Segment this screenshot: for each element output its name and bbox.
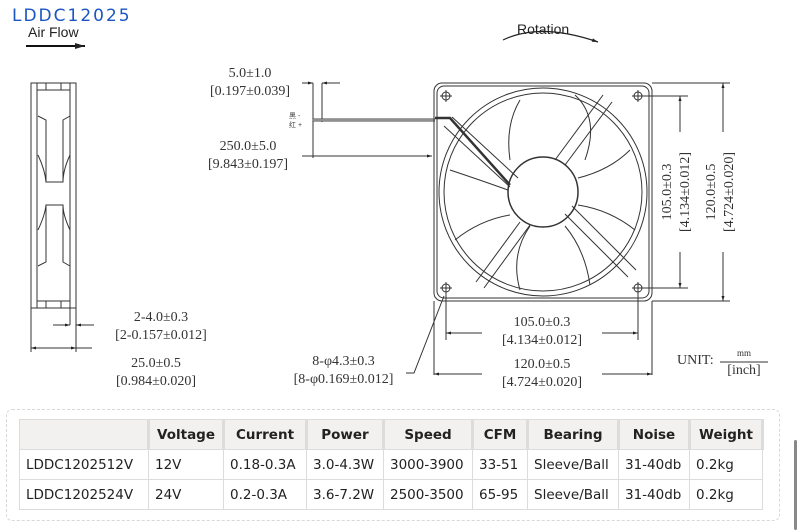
dim-mm: 25.0±0.5 bbox=[131, 356, 181, 371]
header-cell: Speed bbox=[383, 419, 474, 450]
dim-mm: 105.0±0.3 bbox=[660, 163, 675, 221]
cfm-cell: 33-51 bbox=[472, 449, 528, 480]
dim-inch: [4.724±0.020] bbox=[501, 375, 582, 390]
dim-inch: [2-0.157±0.012] bbox=[115, 328, 207, 343]
unit-top: mm bbox=[736, 348, 751, 358]
current-cell: 0.2-0.3A bbox=[223, 479, 307, 510]
weight-cell: 0.2kg bbox=[689, 449, 763, 480]
width-dimension: 120.0±0.5 [4.724±0.020] bbox=[482, 356, 602, 392]
bearing-cell: Sleeve/Ball bbox=[527, 479, 619, 510]
model-cell: LDDC1202512V bbox=[19, 449, 149, 480]
mount-hole-icon bbox=[440, 282, 452, 294]
dim-inch: [9.843±0.197] bbox=[207, 157, 288, 172]
voltage-cell: 12V bbox=[148, 449, 224, 480]
mount-hole-icon bbox=[440, 90, 452, 102]
dim-inch: [4.724±0.020] bbox=[722, 152, 737, 233]
voltage-cell: 24V bbox=[148, 479, 224, 510]
table-row: LDDC1202524V 24V 0.2-0.3A 3.6-7.2W 2500-… bbox=[19, 479, 763, 510]
dim-mm: 250.0±5.0 bbox=[219, 139, 277, 154]
rotation-label: Rotation bbox=[517, 21, 570, 37]
speed-cell: 3000-3900 bbox=[383, 449, 473, 480]
dim-inch: [4.134±0.012] bbox=[501, 333, 582, 348]
weight-cell: 0.2kg bbox=[689, 479, 763, 510]
fan-drawing bbox=[26, 30, 768, 376]
bearing-cell: Sleeve/Ball bbox=[527, 449, 619, 480]
cfm-cell: 65-95 bbox=[472, 479, 528, 510]
dim-mm: 2-4.0±0.3 bbox=[133, 310, 189, 325]
header-cell: Weight bbox=[689, 419, 764, 450]
wire-black-label: 黑 - bbox=[289, 113, 301, 120]
scrollbar[interactable] bbox=[794, 440, 797, 530]
table-container bbox=[6, 409, 780, 521]
header-cell bbox=[19, 419, 150, 450]
unit-label: UNIT: bbox=[677, 353, 714, 368]
power-cell: 3.0-4.3W bbox=[306, 449, 384, 480]
air-flow-label: Air Flow bbox=[28, 24, 79, 40]
thickness-dimension: 25.0±0.5 [0.984±0.020] bbox=[96, 355, 216, 391]
current-cell: 0.18-0.3A bbox=[223, 449, 307, 480]
hole-spacing-horizontal-dimension: 105.0±0.3 [4.134±0.012] bbox=[482, 314, 602, 350]
noise-cell: 31-40db bbox=[618, 479, 690, 510]
height-dimension: 120.0±0.5 [4.724±0.020] bbox=[703, 132, 739, 252]
model-title: LDDC12025 bbox=[12, 6, 132, 26]
wire-colors: 黑 - 红 + bbox=[289, 112, 302, 130]
dim-mm: 120.0±0.5 bbox=[513, 357, 571, 372]
dim-inch: [4.134±0.012] bbox=[678, 152, 693, 233]
hole-spacing-vertical-dimension: 105.0±0.3 [4.134±0.012] bbox=[659, 132, 695, 252]
header-cell: Bearing bbox=[527, 419, 620, 450]
wire-dimensions bbox=[302, 81, 435, 158]
dim-inch: [8-φ0.169±0.012] bbox=[293, 372, 394, 387]
dim-mm: 5.0±1.0 bbox=[228, 66, 272, 81]
power-cell: 3.6-7.2W bbox=[306, 479, 384, 510]
dim-mm: 120.0±0.5 bbox=[704, 163, 719, 221]
speed-cell: 2500-3500 bbox=[383, 479, 473, 510]
front-view bbox=[433, 82, 653, 302]
table-row: LDDC1202512V 12V 0.18-0.3A 3.0-4.3W 3000… bbox=[19, 449, 763, 480]
flange-dimension: 2-4.0±0.3 [2-0.157±0.012] bbox=[96, 309, 226, 345]
header-cell: Power bbox=[306, 419, 385, 450]
dim-inch: [0.984±0.020] bbox=[115, 374, 196, 389]
wire-red-label: 红 + bbox=[289, 122, 303, 129]
rotation-arrow-icon bbox=[502, 30, 599, 43]
dim-inch: [0.197±0.039] bbox=[209, 84, 290, 99]
wire-strip-dimension: 5.0±1.0 [0.197±0.039] bbox=[195, 65, 305, 101]
dim-mm: 8-φ4.3±0.3 bbox=[312, 354, 375, 369]
spec-table: Voltage Current Power Speed CFM Bearing … bbox=[19, 419, 764, 510]
side-view bbox=[30, 82, 94, 352]
model-cell: LDDC1202524V bbox=[19, 479, 149, 510]
mount-holes-dimension: 8-φ4.3±0.3 [8-φ0.169±0.012] bbox=[276, 353, 411, 389]
dim-mm: 105.0±0.3 bbox=[513, 315, 571, 330]
header-cell: Voltage bbox=[148, 419, 225, 450]
noise-cell: 31-40db bbox=[618, 449, 690, 480]
table-header-row: Voltage Current Power Speed CFM Bearing … bbox=[19, 419, 764, 450]
wire-length-dimension: 250.0±5.0 [9.843±0.197] bbox=[188, 138, 308, 174]
unit-bottom: [inch] bbox=[727, 363, 761, 378]
header-cell: CFM bbox=[472, 419, 529, 450]
header-cell: Noise bbox=[618, 419, 691, 450]
header-cell: Current bbox=[223, 419, 308, 450]
